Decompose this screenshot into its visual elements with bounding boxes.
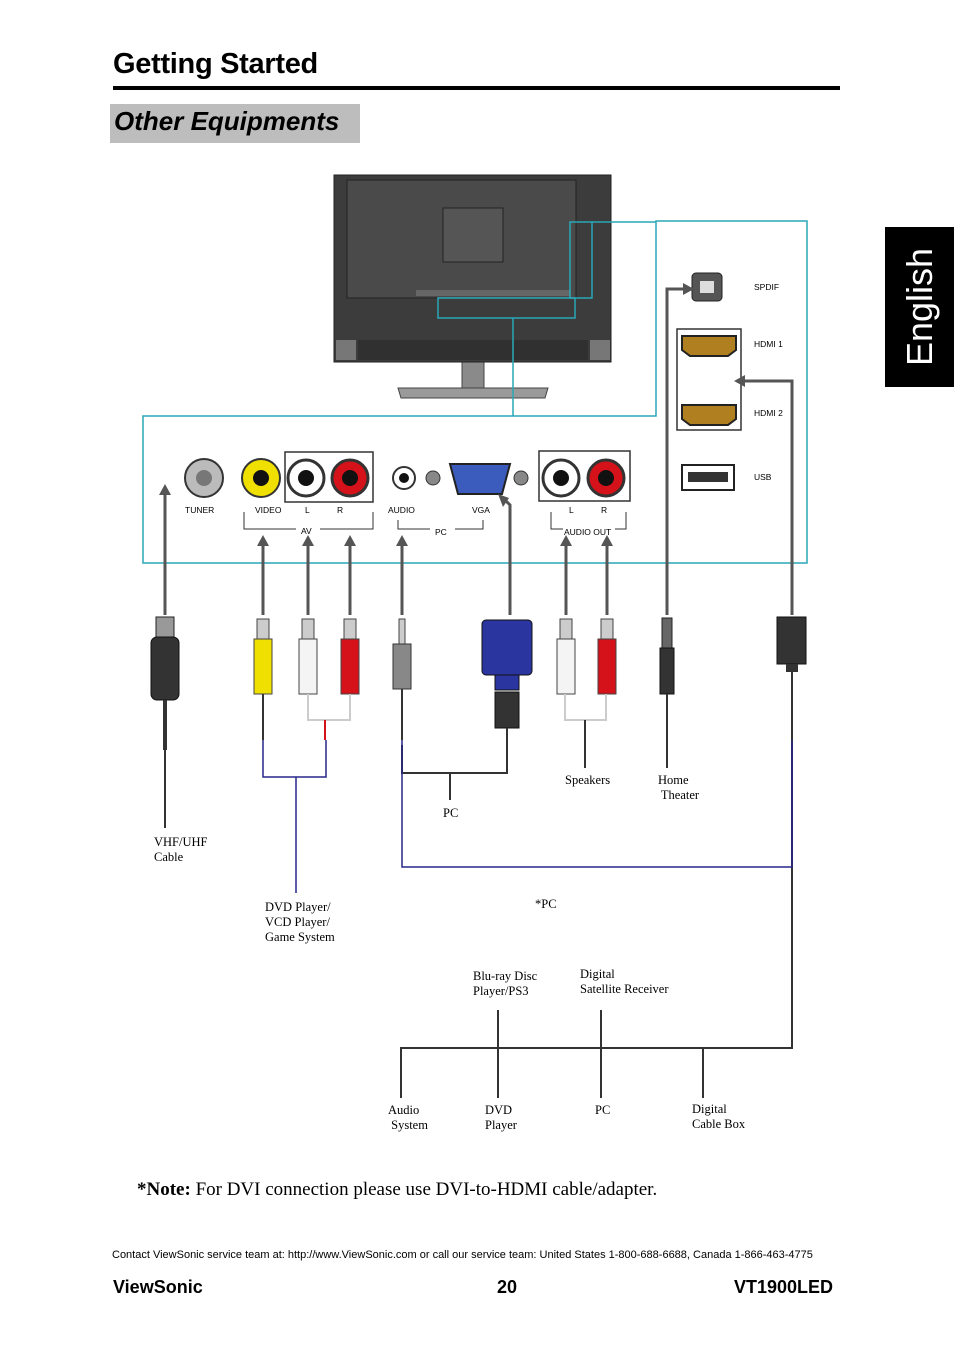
section-subtitle: Other Equipments	[114, 106, 340, 136]
rear-panel-jacks	[184, 272, 742, 503]
av-label: AV	[301, 526, 312, 536]
digital-satellite-label: Digital Satellite Receiver	[580, 967, 669, 996]
pc-bottom-label: PC	[595, 1103, 611, 1117]
audio-label: AUDIO	[388, 505, 415, 515]
usb-label: USB	[754, 472, 772, 482]
audio-out-right-label: R	[601, 505, 608, 515]
dvd-vcd-game-label: DVD Player/ VCD Player/ Game System	[265, 900, 335, 944]
audio-system-label: Audio System	[388, 1103, 428, 1132]
cable-plugs	[150, 616, 807, 750]
footer-page-number: 20	[497, 1277, 518, 1297]
pc-label: PC	[443, 806, 459, 820]
device-wiring	[164, 672, 793, 1098]
note-prefix: *Note:	[137, 1179, 191, 1200]
note-text: For DVI connection please use DVI-to-HDM…	[190, 1179, 658, 1200]
language-tab: English	[885, 227, 954, 387]
footer-model: VT1900LED	[734, 1277, 834, 1297]
pc-panel-label: PC	[435, 527, 447, 537]
panel-labels	[243, 512, 627, 530]
audio-out-left-label: L	[569, 505, 574, 515]
video-label: VIDEO	[255, 505, 282, 515]
dvd-player-label: DVD Player	[485, 1103, 517, 1132]
digital-cable-box-label: Digital Cable Box	[692, 1102, 746, 1131]
vhf-uhf-cable-label: VHF/UHF Cable	[154, 835, 208, 864]
subtitle-background	[110, 104, 360, 143]
av-right-label: R	[337, 505, 344, 515]
hdmi2-label: HDMI 2	[754, 408, 783, 418]
footer-brand: ViewSonic	[113, 1277, 203, 1297]
av-left-label: L	[305, 505, 310, 515]
audio-out-label: AUDIO OUT	[564, 527, 612, 537]
contact-line: Contact ViewSonic service team at: http:…	[112, 1249, 813, 1261]
tv-back-illustration	[333, 174, 612, 399]
cable-arrowheads	[159, 283, 745, 546]
page-title: Getting Started	[113, 48, 318, 80]
dvi-note: *Note: For DVI connection please use DVI…	[137, 1179, 657, 1201]
cyan-callout-lines	[142, 220, 808, 564]
tuner-label: TUNER	[185, 505, 215, 515]
hdmi1-label: HDMI 1	[754, 339, 783, 349]
speakers-label: Speakers	[565, 773, 611, 787]
blue-wiring	[262, 740, 793, 893]
title-rule	[113, 86, 840, 90]
bluray-label: Blu-ray Disc Player/PS3	[473, 969, 538, 998]
pc-star-label: *PC	[535, 897, 557, 911]
home-theater-label: Home Theater	[658, 773, 700, 802]
spdif-label: SPDIF	[754, 282, 780, 292]
vga-label: VGA	[472, 505, 490, 515]
